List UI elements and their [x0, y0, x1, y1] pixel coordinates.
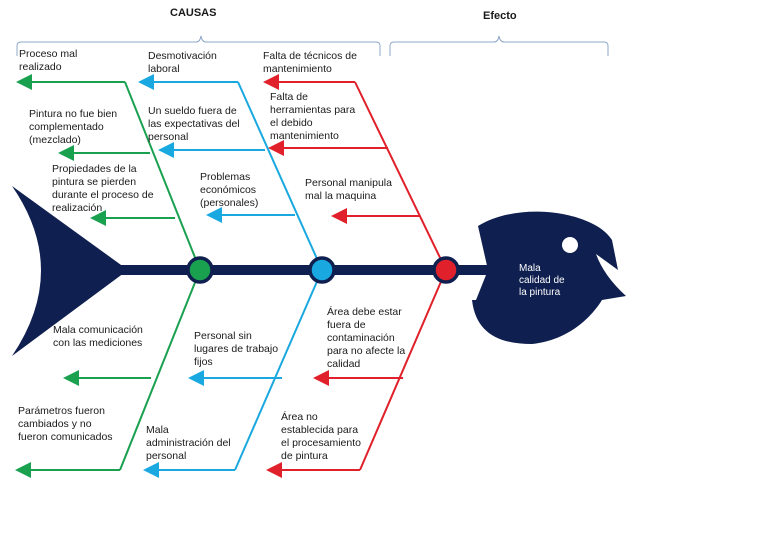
cause-green-2: Pintura no fue bien complementado (mezcl… [29, 108, 118, 146]
causas-header: CAUSAS [170, 7, 217, 19]
red-bone-upper [354, 81, 447, 271]
cause-blue-4: Personal sin lugares de trabajo fijos [194, 330, 279, 368]
effect-label: Mala calidad de la pintura [519, 263, 565, 298]
cause-green-1: Proceso mal realizado [19, 48, 78, 73]
green-bone-upper [124, 81, 201, 271]
cause-blue-3: Problemas económicos (personales) [200, 171, 259, 209]
blue-node [308, 256, 336, 284]
cause-red-1: Falta de técnicos de mantenimiento [263, 50, 357, 75]
green-node [186, 256, 214, 284]
fish-tail [12, 186, 128, 356]
cause-red-3: Personal manipula mal la maquina [305, 177, 392, 202]
cause-blue-5: Mala administración del personal [146, 424, 231, 462]
red-bone-lower [359, 269, 447, 471]
red-node [432, 256, 460, 284]
fish-head [472, 211, 626, 344]
cause-red-4: Área debe estar fuera de contaminación p… [327, 306, 406, 370]
cause-green-5: Parámetros fueron cambiados y no fueron … [18, 405, 113, 443]
cause-red-2: Falta de herramientas para el debido man… [270, 91, 356, 142]
cause-green-3: Propiedades de la pintura se pierden dur… [52, 163, 154, 214]
cause-blue-1: Desmotivación laboral [148, 50, 217, 75]
causas-brace [16, 35, 381, 56]
cause-blue-2: Un sueldo fuera de las expectativas del … [148, 105, 240, 143]
cause-green-4: Mala comunicación con las mediciones [53, 324, 143, 349]
green-bone-lower [119, 269, 201, 471]
blue-bone-lower [234, 269, 323, 471]
blue-bone-upper [237, 81, 323, 271]
cause-red-5: Área no establecida para el procesamient… [281, 411, 361, 462]
efecto-brace [389, 35, 609, 56]
efecto-header: Efecto [483, 10, 517, 22]
fish-eye [562, 237, 578, 253]
